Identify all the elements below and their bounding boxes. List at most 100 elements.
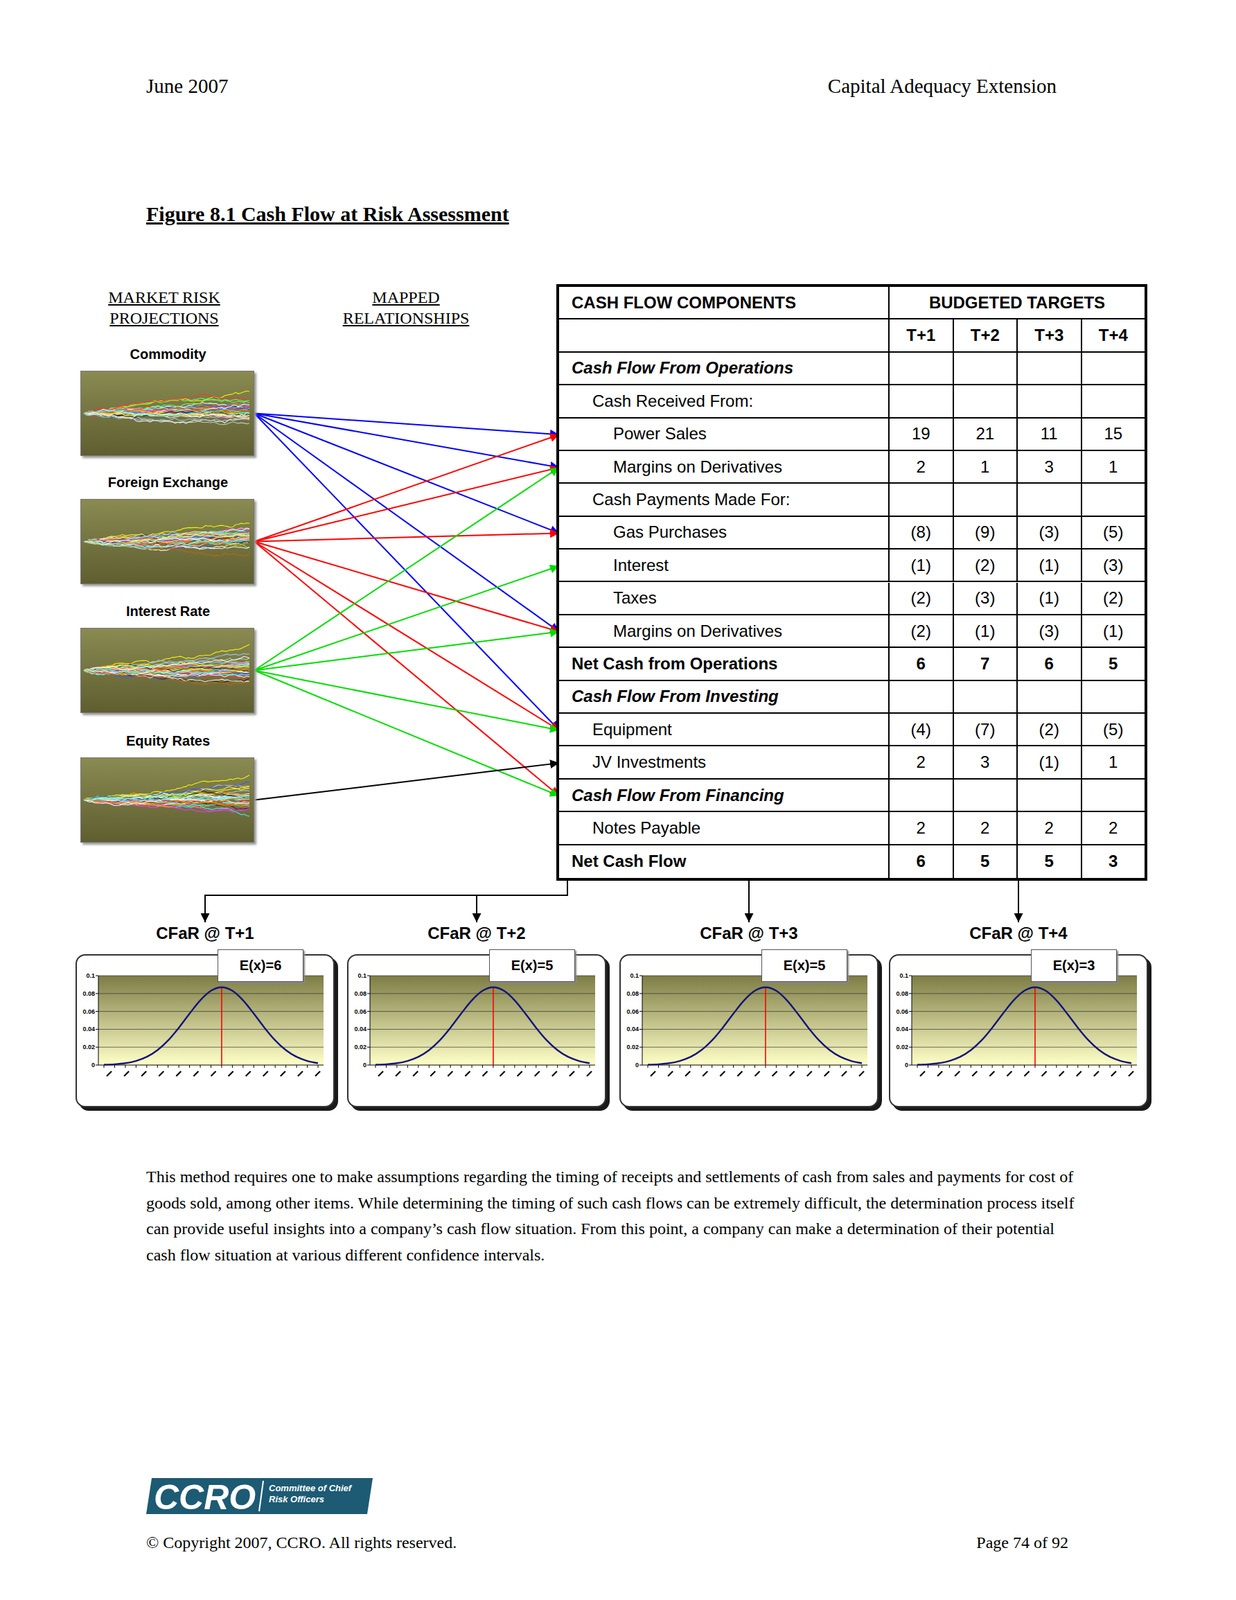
connector-arrow [254,566,560,671]
table-cell: BUDGETED TARGETS [888,286,1145,319]
axis-tick-label: 0.06 [895,1007,909,1016]
table-row: Cash Flow From Investing [559,681,1145,714]
table-cell: Gas Purchases [559,516,889,549]
table-cell: Taxes [559,582,889,614]
connector-arrow [254,413,560,468]
table-cell: T+1 [888,319,953,351]
table-value: (1) [974,621,995,641]
table-cell: (5) [1080,516,1146,549]
connector-arrow [254,467,560,671]
connector-arrow [254,413,560,534]
table-cell: Margins on Derivatives [559,615,889,647]
random-walk-illustration [81,628,254,713]
row-label: Margins on Derivatives [613,621,783,641]
column-heading: MARKET RISK PROJECTIONS [81,286,248,329]
table-row: Margins on Derivatives2131 [559,451,1145,484]
expected-value: E(x)=3 [1053,957,1096,974]
table-value: 21 [975,424,995,444]
axis-tick-label: 0.04 [626,1024,639,1034]
axis-tick-label: 0 [363,1060,367,1070]
table-cell: (1) [1016,549,1081,581]
table-row: Equipment(4)(7)(2)(5) [559,713,1145,747]
table-cell: Power Sales [559,418,889,450]
risk-factor-heading: Equity Rates [67,733,269,749]
axis-tick-label: 0.02 [626,1042,639,1052]
table-value: (2) [974,555,995,576]
table-row: Net Cash from Operations6765 [559,647,1145,681]
table-value: (2) [911,621,932,641]
table-cell: 6 [888,845,953,878]
table-cell [952,352,1018,384]
table-cell: T+4 [1080,319,1146,351]
table-row: JV Investments23(1)1 [559,746,1145,779]
table-cell: Cash Payments Made For: [559,483,889,515]
table-value: 19 [911,424,931,444]
row-label: Equipment [592,719,673,740]
table-row: Margins on Derivatives(2)(1)(3)(1) [559,615,1145,648]
table-cell: 2 [888,746,953,778]
table-cell: Net Cash Flow [559,845,889,878]
table-cell: (8) [888,516,953,549]
table-cell [888,483,953,515]
table-value: 15 [1103,424,1123,444]
table-value: 2 [980,818,990,838]
axis-tick-label: 0.1 [899,971,909,980]
row-label: Power Sales [613,424,707,444]
connector-arrow [254,467,560,542]
table-cell: (3) [1016,516,1081,549]
table-cell [1080,681,1146,713]
axis-tick-label: 0.08 [626,989,639,998]
table-cell: Cash Flow From Operations [559,352,889,384]
table-cell: Margins on Derivatives [559,451,889,483]
risk-projection-chart: Interest Rate [80,627,255,713]
table-cell: 1 [1080,746,1146,778]
table-cell: 11 [1016,418,1081,450]
table-cell [559,319,889,351]
table-value: 5 [980,851,990,871]
figure-title: Figure 8.1 Cash Flow at Risk Assessment [146,202,510,226]
table-value: T+4 [1098,325,1128,346]
table-value: 3 [1108,851,1118,871]
expected-value: E(x)=6 [239,957,282,974]
risk-factor-heading: Interest Rate [67,603,269,620]
table-cell: (3) [1016,615,1081,647]
table-row: Interest (1) (2) (1) (3) [559,549,1145,582]
column-heading: MAPPED RELATIONSHIPS [322,286,490,329]
table-value: (1) [911,555,932,576]
table-row: Cash Received From: [559,385,1145,418]
table-row: Cash Flow From Operations [559,352,1145,386]
expected-value-box: E(x)=5 [489,949,576,982]
table-cell: (1) [1016,746,1081,778]
table-cell: (3) [952,582,1018,614]
table-cell: Cash Received From: [559,385,889,417]
row-label: Cash Flow From Operations [571,358,794,378]
table-value: (3) [1102,555,1124,576]
row-label: Cash Flow From Financing [571,785,785,806]
table-cell: 1 [952,451,1018,483]
table-value: (3) [1039,522,1060,542]
table-value: 1 [980,457,990,477]
row-label: Cash Flow From Investing [571,686,779,706]
table-value: 2 [916,457,926,477]
connector-arrow [254,413,560,731]
axis-tick-label: 0 [904,1060,909,1070]
table-cell: 6 [888,647,953,679]
connector-arrow [254,541,560,731]
axis-tick-label: 0.02 [82,1042,95,1052]
page-number: Page 74 of 92 [976,1531,1069,1553]
table-cell: 2 [888,451,953,483]
body-paragraph: This method requires one to make assumpt… [146,1163,1082,1268]
table-value: (5) [1102,719,1124,740]
table-cell: (4) [888,713,953,745]
table-row: Taxes(2)(3)(1)(2) [559,582,1145,616]
table-value: 5 [1108,654,1118,674]
table-cell: (2) [888,615,953,647]
random-walk-illustration [81,757,254,842]
table-cell: Interest [559,549,889,581]
table-cell [1016,483,1081,515]
axis-tick-label: 0.1 [629,971,639,980]
row-label: Cash Payments Made For: [592,489,790,510]
connector-arrow [254,434,560,542]
connector-arrow [476,877,568,923]
table-cell [952,681,1018,713]
